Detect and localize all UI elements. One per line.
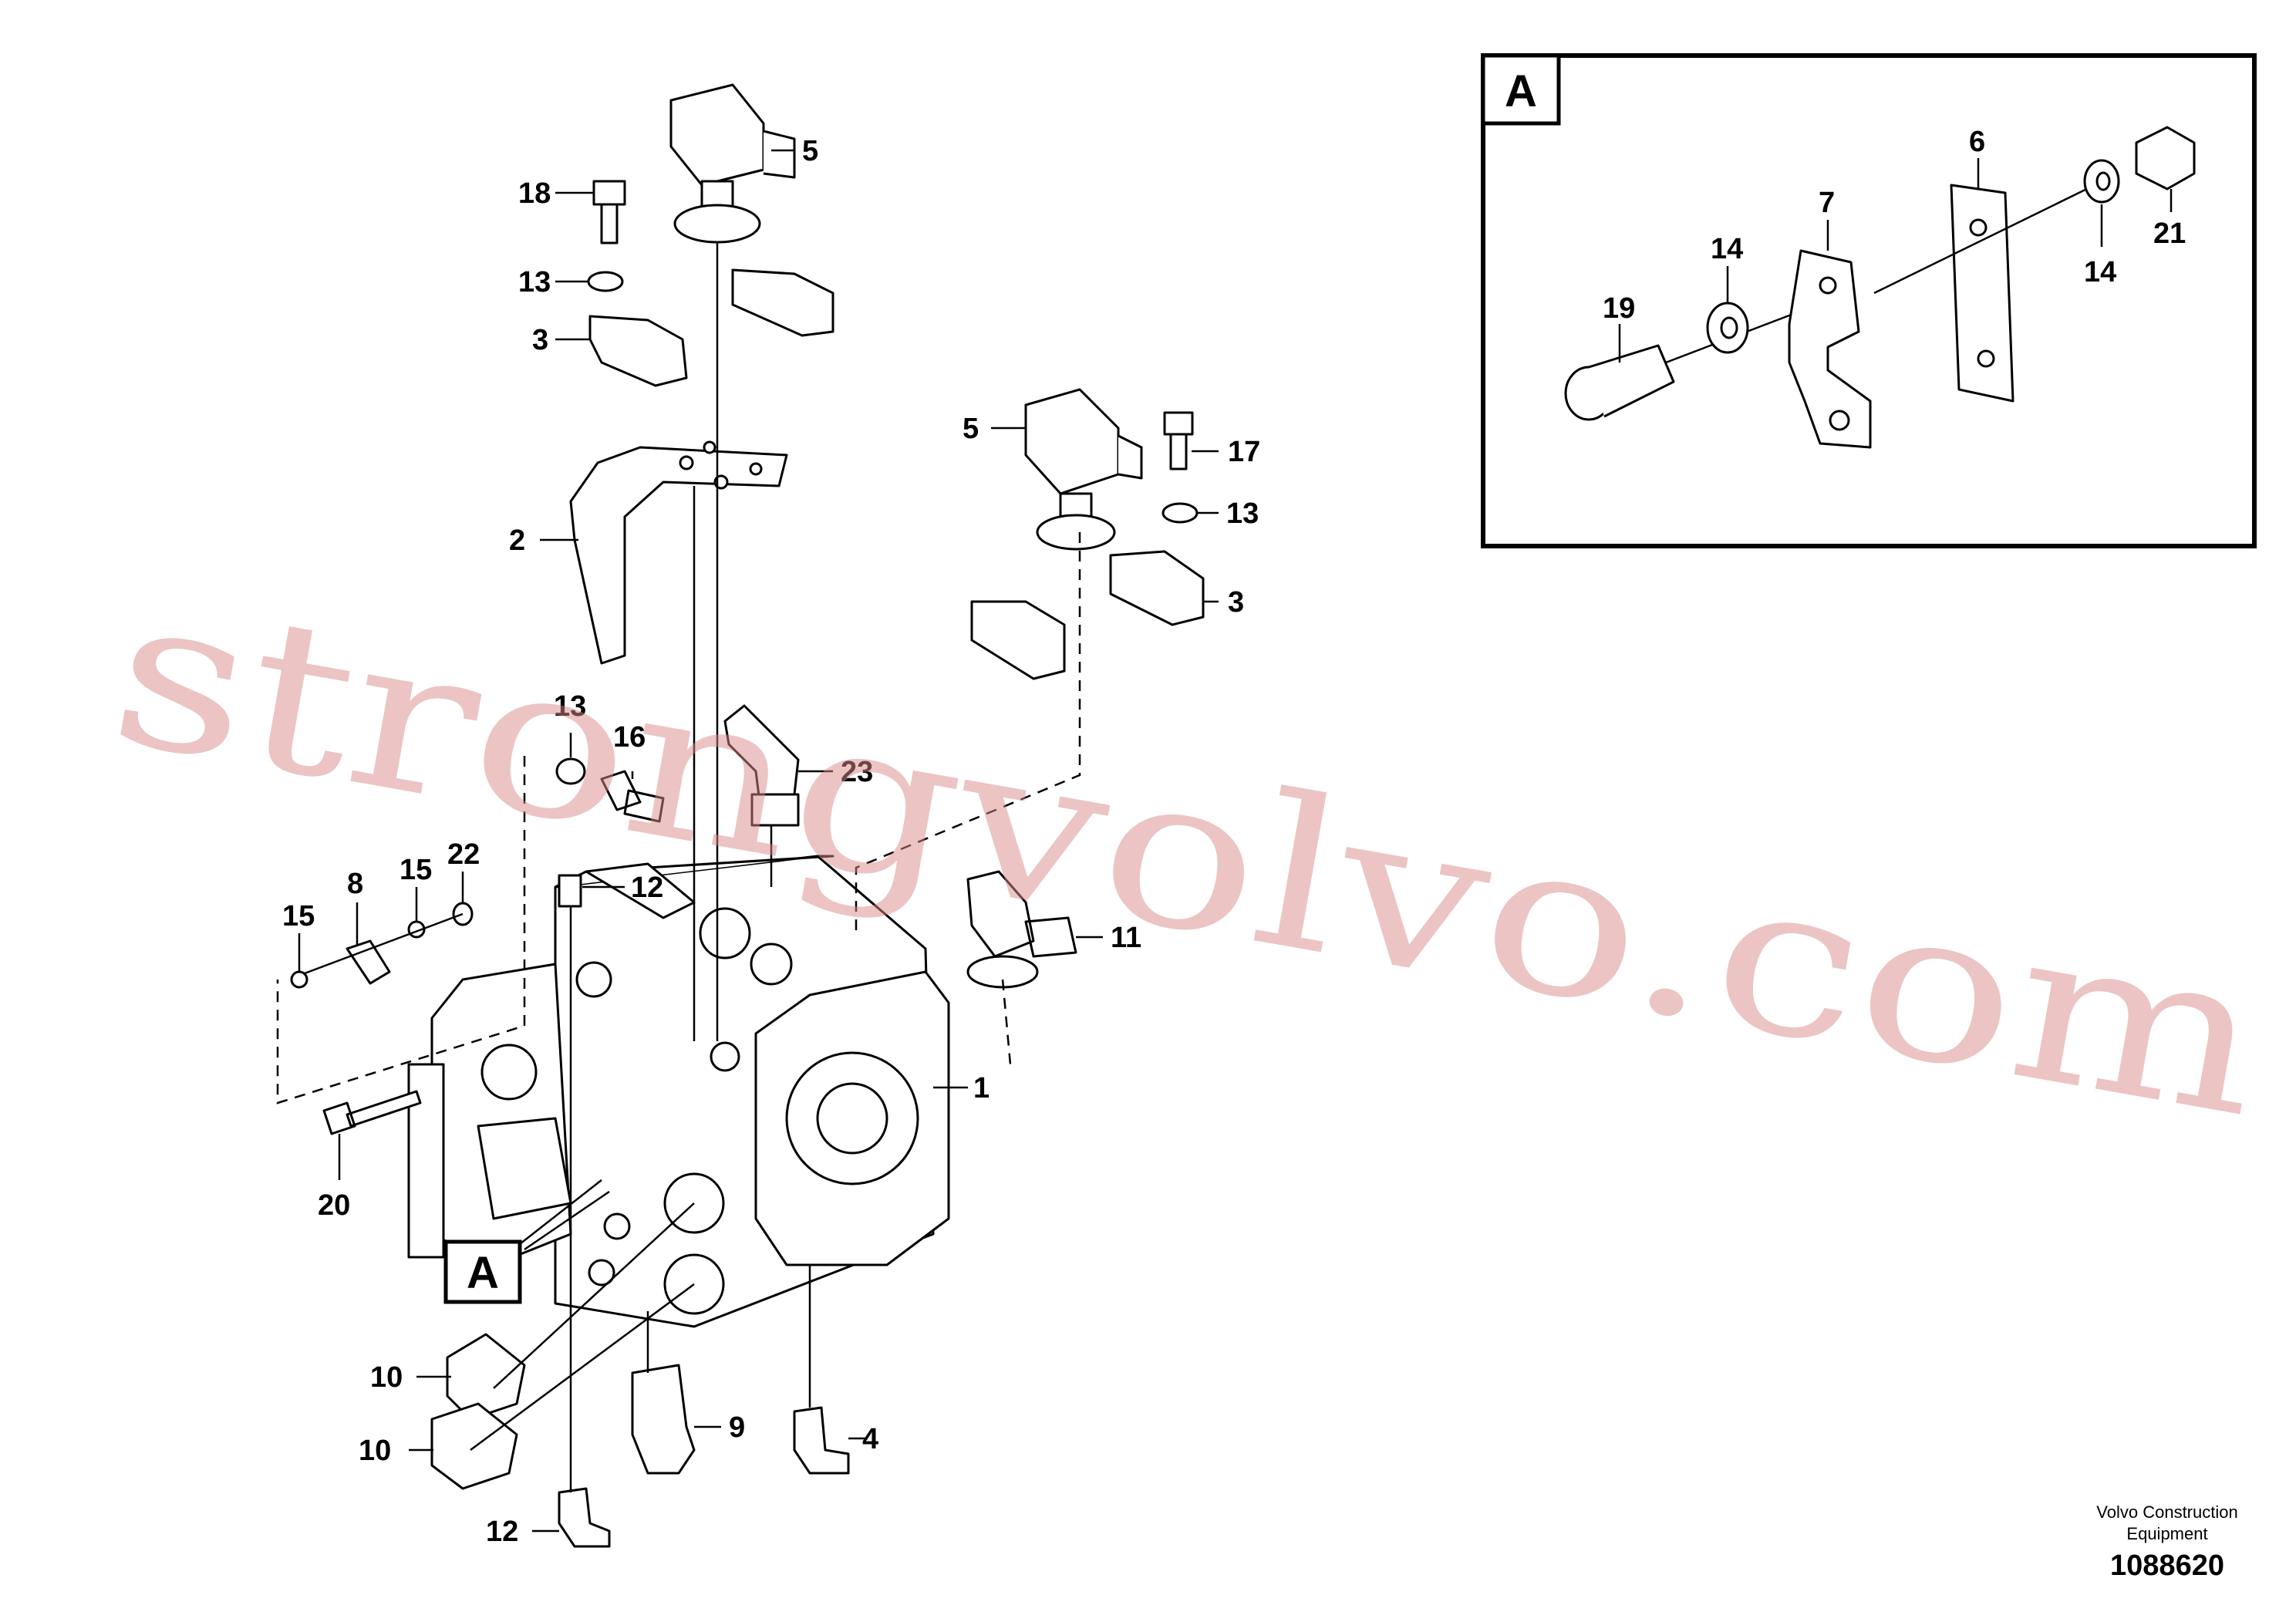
clamp-half-b bbox=[970, 600, 1066, 680]
inset-callout-19: 19 bbox=[1603, 292, 1635, 325]
dashed-lines bbox=[276, 532, 1081, 1104]
footer-company-line1: Volvo Construction bbox=[2096, 1502, 2237, 1522]
part-11-elbow bbox=[966, 870, 1077, 958]
callout-3-upper: 3 bbox=[532, 324, 548, 356]
inset-callout-6: 6 bbox=[1969, 126, 1985, 158]
callout-2: 2 bbox=[509, 524, 525, 557]
part-23-thread bbox=[750, 793, 800, 827]
clamp-half-a bbox=[731, 268, 834, 337]
callout-13-upper: 13 bbox=[518, 266, 551, 298]
callout-9: 9 bbox=[729, 1411, 745, 1444]
callout-13-pump: 13 bbox=[554, 690, 586, 723]
part-20-bolt bbox=[322, 1090, 422, 1135]
inset-callout-14-right: 14 bbox=[2084, 256, 2116, 288]
detail-marker-a: A bbox=[443, 1239, 522, 1304]
part-4-elbow bbox=[793, 1406, 850, 1475]
callout-18: 18 bbox=[518, 177, 551, 210]
callout-23: 23 bbox=[841, 756, 873, 788]
leader-lines bbox=[298, 149, 1219, 1533]
part-15-washer-a bbox=[290, 970, 308, 989]
inset-part-6-plate bbox=[1950, 184, 2014, 403]
part-12-fitting-upper bbox=[558, 874, 582, 908]
part-2-bracket bbox=[569, 446, 788, 665]
part-9-elbow bbox=[631, 1364, 696, 1475]
callout-5-upper: 5 bbox=[802, 135, 818, 167]
callout-3-lower: 3 bbox=[1228, 586, 1244, 619]
part-5-upper bbox=[669, 83, 796, 244]
callout-17: 17 bbox=[1228, 436, 1260, 468]
document-number: 1088620 bbox=[2110, 1549, 2224, 1582]
callout-15-left: 15 bbox=[282, 900, 315, 932]
callout-12-upper: 12 bbox=[631, 872, 663, 904]
svg-text:A: A bbox=[467, 1248, 499, 1298]
callout-22: 22 bbox=[447, 838, 480, 871]
callout-13-right: 13 bbox=[1226, 497, 1259, 530]
inset-detail-a: A 19 bbox=[1481, 53, 2257, 548]
part-10-plug-a bbox=[446, 1333, 526, 1421]
part-16-bolt bbox=[600, 770, 665, 823]
part-5-lower bbox=[1024, 388, 1143, 551]
part-13-washer-c bbox=[555, 757, 586, 785]
inset-callout-21: 21 bbox=[2153, 218, 2186, 250]
pump-housing bbox=[407, 855, 950, 1328]
part-13-washer-b bbox=[1161, 502, 1199, 524]
inset-callout-14-left: 14 bbox=[1711, 233, 1743, 265]
part-12-elbow-lower bbox=[558, 1487, 611, 1548]
callout-15-mid: 15 bbox=[400, 854, 432, 886]
callout-10-upper: 10 bbox=[370, 1361, 403, 1394]
callout-8: 8 bbox=[347, 868, 363, 900]
part-3-clamp-b bbox=[1109, 550, 1205, 626]
inset-part-21-nut bbox=[2135, 126, 2196, 191]
part-18-bolt bbox=[592, 180, 626, 244]
callout-labels: 5 18 13 3 2 5 17 13 3 13 16 23 15 8 15 2… bbox=[282, 135, 1260, 1548]
inset-part-14-washer-right bbox=[2083, 159, 2120, 204]
inset-part-14-washer-left bbox=[1706, 302, 1749, 354]
part-13-washer-a bbox=[587, 271, 624, 292]
part-3-clamp-a bbox=[588, 315, 688, 387]
callout-20: 20 bbox=[318, 1189, 350, 1222]
part-17-bolt bbox=[1163, 411, 1194, 470]
callout-10-lower: 10 bbox=[359, 1435, 391, 1467]
callout-1: 1 bbox=[973, 1072, 990, 1104]
callout-12-lower: 12 bbox=[486, 1516, 518, 1548]
footer-company-line2: Equipment bbox=[2126, 1524, 2207, 1543]
footer: Volvo Construction Equipment 1088620 bbox=[2096, 1502, 2237, 1582]
inset-part-19-screw bbox=[1564, 298, 1832, 421]
inset-part-7-clamp bbox=[1788, 249, 1872, 449]
callout-4: 4 bbox=[862, 1423, 878, 1455]
inset-callout-7: 7 bbox=[1819, 187, 1835, 219]
inset-label: A bbox=[1505, 66, 1537, 116]
part-8-clip bbox=[346, 939, 391, 985]
callout-5-lower: 5 bbox=[963, 413, 979, 445]
callout-11: 11 bbox=[1111, 922, 1141, 954]
callout-16: 16 bbox=[613, 721, 646, 754]
